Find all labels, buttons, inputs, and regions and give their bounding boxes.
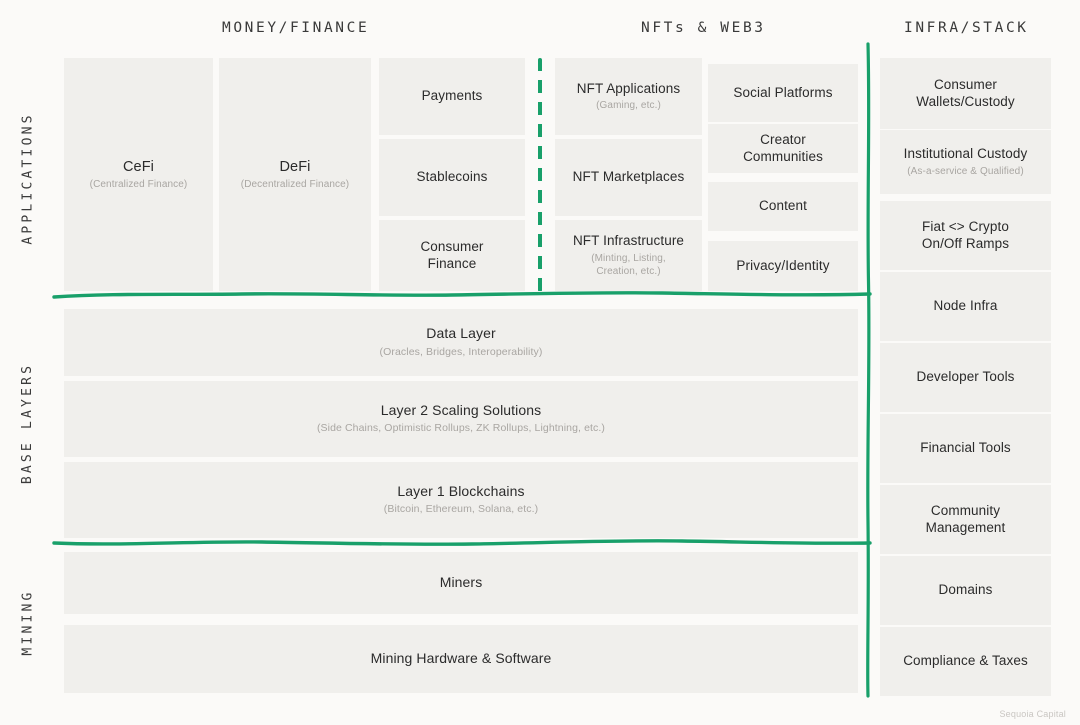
block-payments-title: Payments bbox=[421, 88, 483, 104]
block-institutional-custody[interactable]: Institutional Custody (As-a-service & Qu… bbox=[880, 130, 1051, 194]
block-nft-applications-subtitle: (Gaming, etc.) bbox=[596, 100, 661, 112]
block-cefi-title: CeFi bbox=[122, 158, 154, 175]
block-compliance-taxes[interactable]: Compliance & Taxes bbox=[880, 627, 1051, 696]
footer-credit: Sequoia Capital bbox=[999, 709, 1066, 719]
block-nft-applications[interactable]: NFT Applications (Gaming, etc.) bbox=[555, 58, 702, 135]
block-institutional-custody-title: Institutional Custody bbox=[903, 146, 1028, 162]
block-defi-title: DeFi bbox=[279, 158, 311, 175]
block-layer-2-title: Layer 2 Scaling Solutions bbox=[380, 401, 542, 418]
block-layer-1-subtitle: (Bitcoin, Ethereum, Solana, etc.) bbox=[383, 503, 539, 516]
block-node-infra[interactable]: Node Infra bbox=[880, 272, 1051, 341]
row-label-applications-text: APPLICATIONS bbox=[20, 111, 36, 245]
block-nft-infrastructure[interactable]: NFT Infrastructure (Minting, Listing,Cre… bbox=[555, 220, 702, 291]
block-developer-tools-title: Developer Tools bbox=[916, 369, 1015, 385]
row-label-applications: APPLICATIONS bbox=[0, 58, 56, 298]
block-layer-1-title: Layer 1 Blockchains bbox=[397, 482, 525, 499]
block-data-layer-subtitle: (Oracles, Bridges, Interoperability) bbox=[379, 345, 543, 358]
block-financial-tools-title: Financial Tools bbox=[920, 440, 1011, 456]
block-defi[interactable]: DeFi (Decentralized Finance) bbox=[219, 58, 371, 291]
block-compliance-taxes-title: Compliance & Taxes bbox=[903, 653, 1028, 669]
block-nft-infrastructure-subtitle: (Minting, Listing,Creation, etc.) bbox=[591, 252, 666, 277]
block-stablecoins[interactable]: Stablecoins bbox=[379, 139, 525, 216]
block-payments[interactable]: Payments bbox=[379, 58, 525, 135]
block-miners-title: Miners bbox=[439, 574, 483, 591]
block-privacy-identity-title: Privacy/Identity bbox=[736, 257, 830, 273]
block-layer-1[interactable]: Layer 1 Blockchains (Bitcoin, Ethereum, … bbox=[64, 462, 858, 538]
block-nft-applications-title: NFT Applications bbox=[576, 80, 681, 96]
block-mining-hardware-software[interactable]: Mining Hardware & Software bbox=[64, 625, 858, 693]
block-layer-2-subtitle: (Side Chains, Optimistic Rollups, ZK Rol… bbox=[316, 422, 606, 435]
block-mining-hardware-software-title: Mining Hardware & Software bbox=[370, 650, 552, 667]
block-miners[interactable]: Miners bbox=[64, 552, 858, 614]
block-institutional-custody-subtitle: (As-a-service & Qualified) bbox=[907, 165, 1024, 177]
row-label-mining-text: MINING bbox=[20, 588, 36, 656]
block-financial-tools[interactable]: Financial Tools bbox=[880, 414, 1051, 483]
block-stablecoins-title: Stablecoins bbox=[416, 169, 488, 185]
block-nft-marketplaces-title: NFT Marketplaces bbox=[572, 169, 685, 185]
block-nft-marketplaces[interactable]: NFT Marketplaces bbox=[555, 139, 702, 216]
block-nft-infrastructure-title: NFT Infrastructure bbox=[572, 233, 685, 249]
block-social-platforms-title: Social Platforms bbox=[733, 84, 833, 100]
row-label-base-layers-text: BASE LAYERS bbox=[20, 362, 36, 484]
block-domains[interactable]: Domains bbox=[880, 556, 1051, 625]
column-header-money-finance: MONEY/FINANCE bbox=[222, 20, 370, 36]
block-data-layer-title: Data Layer bbox=[426, 325, 496, 342]
row-label-base-layers: BASE LAYERS bbox=[0, 306, 56, 540]
block-content-title: Content bbox=[759, 198, 807, 214]
block-developer-tools[interactable]: Developer Tools bbox=[880, 343, 1051, 412]
column-header-infra-stack: INFRA/STACK bbox=[904, 20, 1029, 36]
block-privacy-identity[interactable]: Privacy/Identity bbox=[708, 241, 858, 291]
divider-money-nft-dashed bbox=[538, 58, 542, 292]
row-label-mining: MINING bbox=[0, 552, 56, 692]
block-data-layer[interactable]: Data Layer (Oracles, Bridges, Interopera… bbox=[64, 309, 858, 376]
block-defi-subtitle: (Decentralized Finance) bbox=[240, 179, 350, 191]
block-social-platforms[interactable]: Social Platforms bbox=[708, 64, 858, 122]
block-domains-title: Domains bbox=[938, 582, 993, 598]
block-cefi[interactable]: CeFi (Centralized Finance) bbox=[64, 58, 213, 291]
column-header-nfts-web3: NFTs & WEB3 bbox=[641, 20, 766, 36]
block-layer-2[interactable]: Layer 2 Scaling Solutions (Side Chains, … bbox=[64, 381, 858, 457]
block-content[interactable]: Content bbox=[708, 182, 858, 231]
divider-infra-stack-vertical bbox=[866, 42, 871, 698]
block-node-infra-title: Node Infra bbox=[933, 298, 998, 314]
block-cefi-subtitle: (Centralized Finance) bbox=[89, 179, 188, 191]
